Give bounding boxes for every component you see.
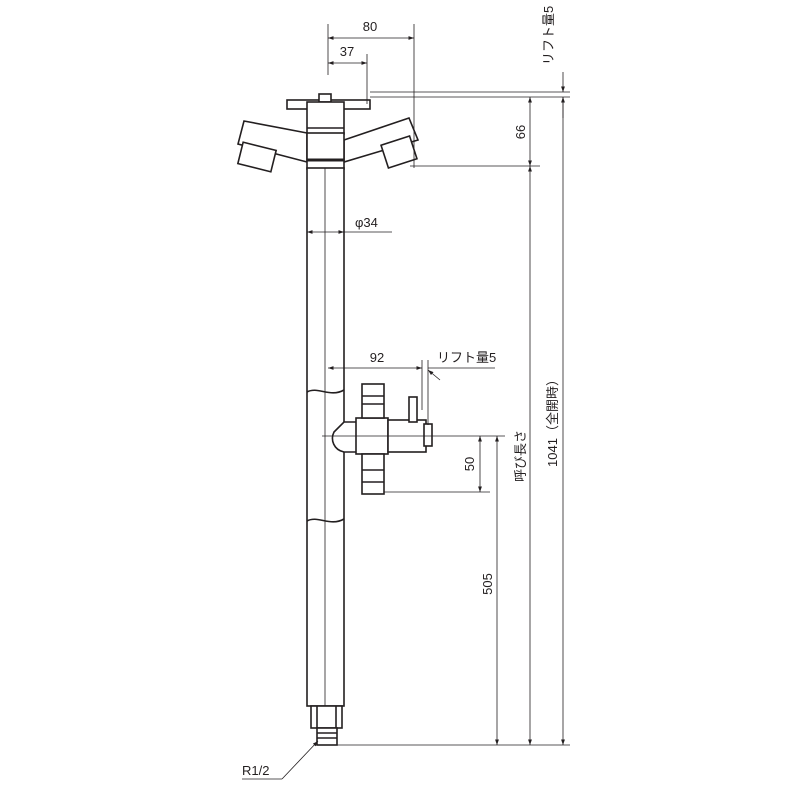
faucet-body (236, 93, 433, 746)
dimension-lines (242, 24, 570, 780)
dim-label-phi34: φ34 (355, 215, 378, 230)
pipe-joint-lower (306, 518, 345, 523)
valve-knob (423, 423, 433, 447)
thread-end (316, 727, 338, 746)
bottom-nut (310, 705, 343, 729)
left-aerator (236, 141, 278, 173)
lever-cap (318, 93, 332, 103)
spout-head (306, 101, 345, 135)
valve-cap (331, 421, 359, 453)
valve-stem (408, 396, 418, 423)
right-aerator (380, 134, 418, 170)
dim-label-50: 50 (462, 457, 477, 471)
dim-label-thread: R1/2 (242, 763, 269, 778)
dim-label-66: 66 (513, 125, 528, 139)
dim-label-92: 92 (370, 350, 384, 365)
dim-label-nominal-length: 呼び長さ (513, 430, 528, 482)
dim-label-505: 505 (480, 573, 495, 595)
dim-label-37: 37 (340, 44, 354, 59)
hose-fitting-top (361, 383, 385, 419)
dim-label-80: 80 (363, 19, 377, 34)
dim-label-lift-top: リフト量5 (541, 6, 556, 65)
pipe-joint-upper (306, 389, 345, 394)
body-collar (306, 132, 345, 170)
dim-label-1041: 1041（全開時） (545, 373, 560, 467)
dim-label-lift-valve: リフト量5 (437, 350, 496, 365)
hose-fitting-bottom (361, 453, 385, 495)
